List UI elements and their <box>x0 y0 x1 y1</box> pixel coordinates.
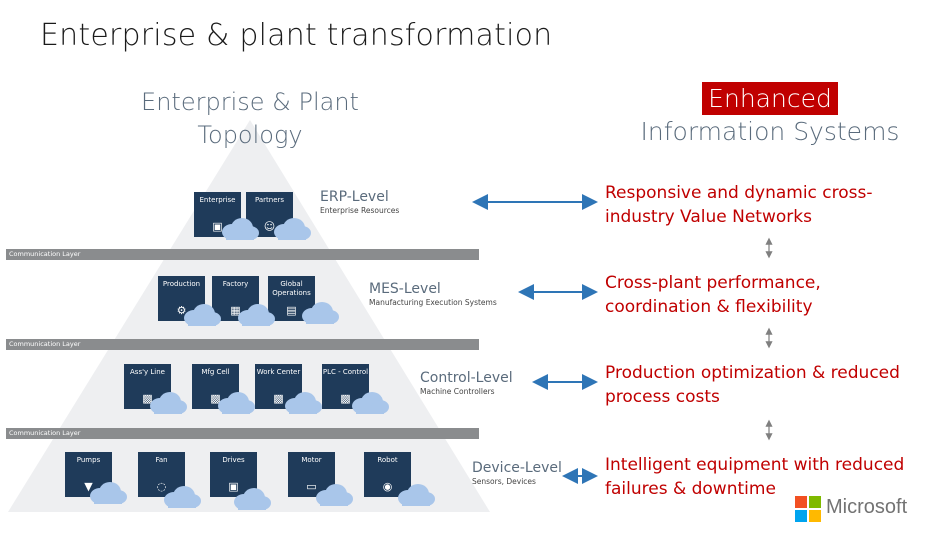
communication-layer-bar: Communication Layer <box>6 339 479 350</box>
tile-fan: Fan◌ <box>138 452 185 497</box>
conveyor-icon: ▩ <box>142 392 153 405</box>
benefit-intelligent-equipment: Intelligent equipment with reduced failu… <box>605 455 905 499</box>
communication-layer-bar: Communication Layer <box>6 428 479 439</box>
people-icon: ☺ <box>263 220 276 233</box>
benefit-cross-plant: Cross-plant performance, coordination & … <box>605 273 821 317</box>
info-systems-label: Information Systems <box>640 117 900 146</box>
machine-icon: ▩ <box>210 392 221 405</box>
tile-assy-line: Ass'y Line▩ <box>124 364 171 409</box>
tile-work-center: Work Center▩ <box>255 364 302 409</box>
pump-icon: ▼ <box>84 480 93 493</box>
worker-icon: ⚙ <box>176 304 187 317</box>
slide-title: Enterprise & plant transformation <box>40 18 553 53</box>
tile-mfg-cell: Mfg Cell▩ <box>192 364 239 409</box>
computer-icon: ▣ <box>212 220 223 233</box>
benefit-production-optimization: Production optimization & reduced proces… <box>605 363 900 407</box>
microsoft-logo-icon <box>795 496 821 522</box>
enhanced-highlight: Enhanced <box>702 82 838 115</box>
tile-global-operations: Global Operations▤ <box>268 276 315 321</box>
topology-heading: Enterprise & Plant Topology <box>130 86 370 152</box>
tile-robot: Robot◉ <box>364 452 411 497</box>
microsoft-wordmark: Microsoft <box>826 496 908 518</box>
factories-icon: ▤ <box>286 304 297 317</box>
robot-icon: ◉ <box>382 480 393 493</box>
topology-heading-line1: Enterprise & Plant <box>141 88 359 116</box>
communication-layer-bar: Communication Layer <box>6 249 479 260</box>
topology-heading-line2: Topology <box>197 121 303 149</box>
controller-icon: ▩ <box>340 392 351 405</box>
benefit-value-networks: Responsive and dynamic cross-industry Va… <box>605 183 873 227</box>
motor-icon: ▭ <box>306 480 317 493</box>
info-systems-heading: Enhanced Information Systems <box>640 82 900 148</box>
drive-icon: ▣ <box>228 480 239 493</box>
fan-icon: ◌ <box>156 480 167 493</box>
factory-icon: ▦ <box>230 304 241 317</box>
workbench-icon: ▩ <box>273 392 284 405</box>
